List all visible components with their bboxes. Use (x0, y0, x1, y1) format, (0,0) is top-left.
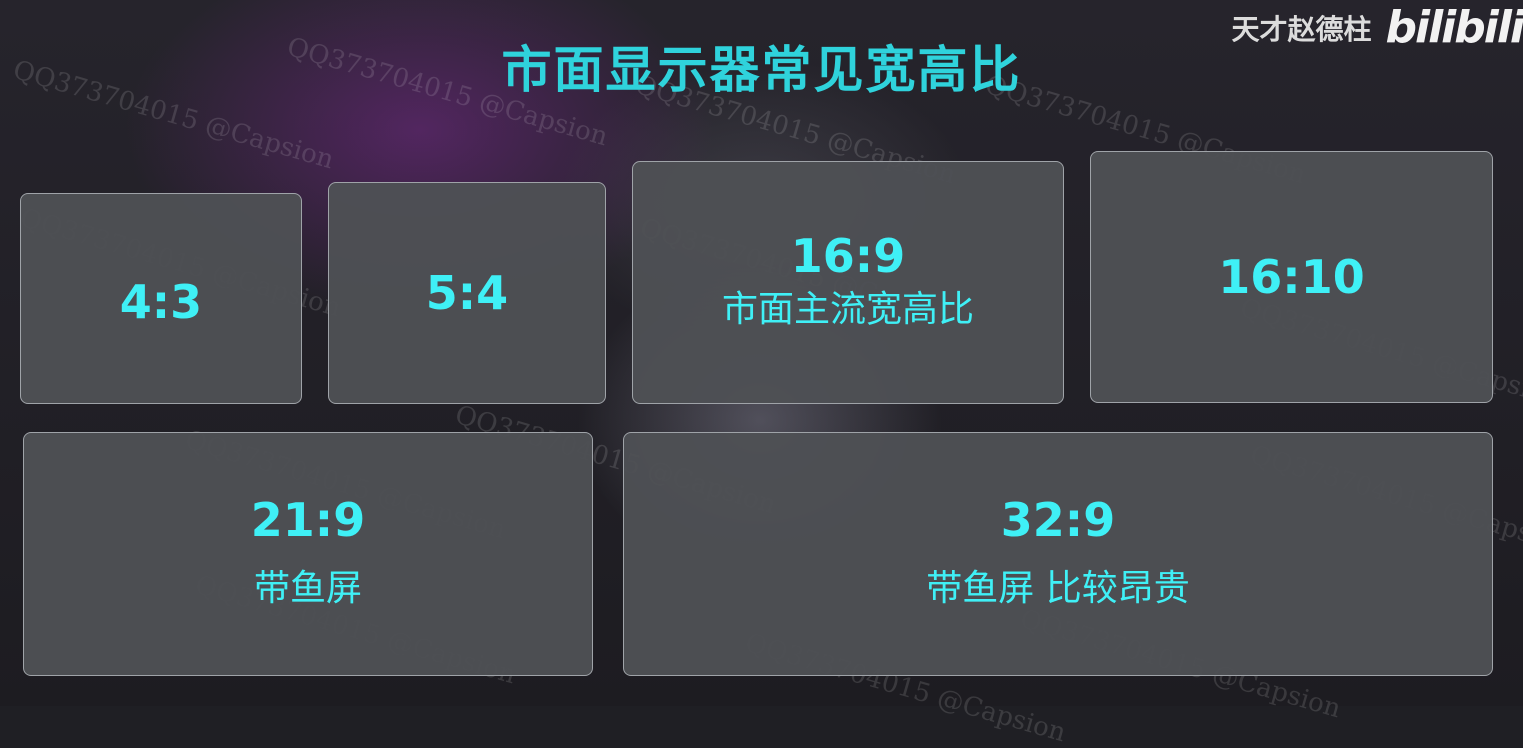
ratio-card-16-9: 16:9 市面主流宽高比 (632, 161, 1064, 404)
bilibili-logo: bilibili (1386, 6, 1523, 50)
author-name: 天才赵德柱 (1232, 8, 1372, 48)
ratio-card-5-4: 5:4 (328, 182, 606, 404)
ratio-note: 带鱼屏 比较昂贵 (926, 566, 1189, 613)
ratio-note: 市面主流宽高比 (722, 287, 974, 334)
ratio-card-4-3: 4:3 (20, 193, 302, 404)
ratio-card-21-9: 21:9 带鱼屏 (23, 432, 593, 676)
ratio-label: 5:4 (426, 268, 508, 319)
ratio-label: 16:10 (1218, 252, 1364, 303)
ratio-note: 带鱼屏 (254, 566, 362, 613)
ratio-label: 4:3 (120, 277, 202, 328)
ratio-card-16-10: 16:10 (1090, 151, 1493, 403)
ratio-card-32-9: 32:9 带鱼屏 比较昂贵 (623, 432, 1493, 676)
ratio-label: 21:9 (251, 495, 365, 546)
channel-brand: 天才赵德柱 bilibili (1232, 6, 1523, 50)
ratio-label: 16:9 (791, 231, 905, 282)
ratio-label: 32:9 (1001, 495, 1115, 546)
